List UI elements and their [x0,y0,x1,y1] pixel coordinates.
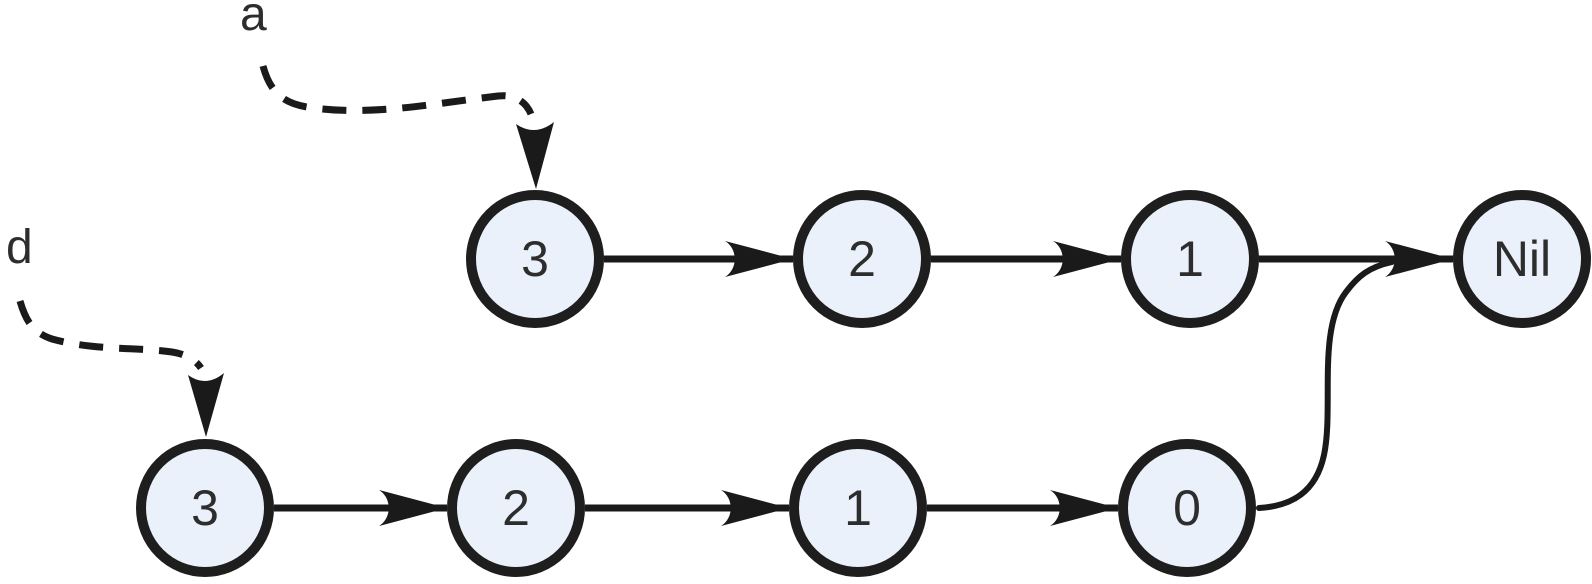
node-circle [447,439,585,577]
node-label: 2 [502,480,530,536]
node-label: 1 [844,480,872,536]
pointer-d-dashed-arrow [16,300,204,371]
pointer-label-d: d [6,221,33,274]
node-a-1: 1 [1121,190,1259,328]
node-label: 3 [521,231,549,287]
node-d-3: 3 [136,439,274,577]
edge-d0-to-nil-curve [1256,259,1395,511]
node-circle [1118,439,1256,577]
pointer-d-arrowhead [188,373,224,437]
node-nil: Nil [1453,190,1591,328]
pointer-a-dashed-arrow [259,65,535,116]
pointer-label-a: a [240,0,267,41]
node-label: 2 [848,231,876,287]
node-circle [136,439,274,577]
pointer-a-arrowhead [516,122,554,189]
node-circle [789,439,927,577]
node-circle [793,190,931,328]
node-d-1: 1 [789,439,927,577]
node-circle [1453,190,1591,328]
node-label: 1 [1176,231,1204,287]
node-label: 3 [191,480,219,536]
node-a-2: 2 [793,190,931,328]
node-label: 0 [1173,480,1201,536]
node-d-0: 0 [1118,439,1256,577]
node-d-2: 2 [447,439,585,577]
node-circle [1121,190,1259,328]
node-circle [466,190,604,328]
node-a-3: 3 [466,190,604,328]
node-label: Nil [1493,231,1551,287]
